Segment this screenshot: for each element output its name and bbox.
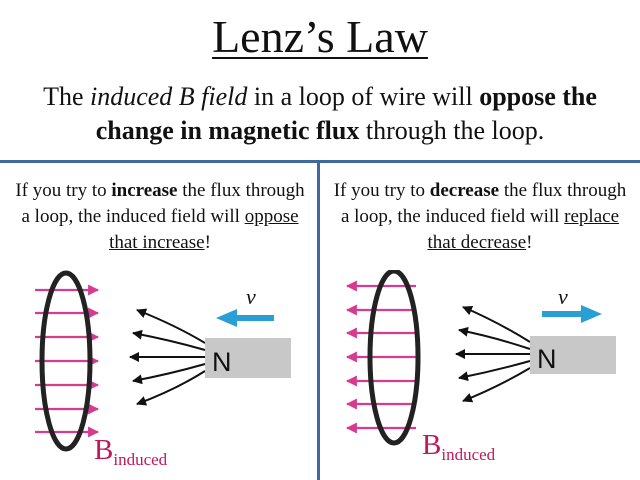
caption-part: !	[526, 232, 533, 253]
decrease-caption: If you try to decrease the flux through …	[330, 178, 630, 256]
velocity-label: v	[246, 284, 256, 309]
magnet-field-line	[132, 363, 206, 385]
horizontal-divider	[0, 160, 640, 163]
b-induced-label: Binduced	[94, 434, 168, 469]
b-induced-label: Binduced	[422, 429, 496, 464]
b-induced-main: B	[422, 429, 441, 461]
caption-bold: decrease	[429, 180, 500, 201]
magnet-north-label: N	[537, 344, 557, 374]
caption-part: the flux through a loop, the induced fie…	[340, 180, 627, 227]
bar-magnet	[205, 338, 291, 378]
law-statement-part: in a loop of wire will	[247, 82, 480, 111]
velocity-arrow-head	[216, 309, 237, 327]
law-statement-part: The	[43, 82, 90, 111]
magnet-field-line	[136, 308, 206, 344]
caption-underline: oppose that increase	[109, 206, 299, 253]
caption-underline: replace that decrease	[427, 206, 620, 253]
increase-caption: If you try to increase the flux through …	[10, 178, 310, 256]
induced-field-arrows	[345, 280, 416, 434]
caption-part: If you try to	[333, 180, 430, 201]
velocity-arrow-head	[581, 305, 602, 323]
magnet-field-line	[462, 367, 531, 403]
bar-magnet	[530, 336, 616, 374]
caption-bold: increase	[111, 180, 178, 201]
caption-part: the flux through a loop, the induced fie…	[21, 180, 305, 227]
b-induced-subscript: induced	[441, 445, 495, 464]
wire-loop	[39, 270, 93, 452]
caption-part: !	[204, 232, 211, 253]
increase-diagram: N v Binduced	[35, 270, 291, 469]
b-induced-subscript: induced	[113, 450, 167, 469]
velocity-label: v	[558, 284, 568, 309]
law-statement-italic: induced B field	[89, 82, 248, 111]
magnet-field-line	[458, 360, 531, 382]
magnet-field-line	[132, 329, 206, 351]
decrease-diagram: N v Binduced	[345, 270, 616, 464]
magnet-field-line	[458, 326, 531, 350]
law-statement-bold: oppose the change in magnetic flux	[95, 82, 597, 145]
vertical-divider	[317, 160, 320, 480]
magnet-field-lines	[129, 308, 206, 406]
magnet-north-label: N	[212, 347, 232, 377]
law-statement-part: through the loop.	[359, 116, 545, 145]
magnet-field-line	[136, 370, 206, 406]
page-title: Lenz’s Law	[212, 11, 428, 62]
magnet-field-line	[462, 305, 531, 343]
b-induced-main: B	[94, 434, 113, 466]
wire-loop	[367, 270, 421, 446]
caption-part: If you try to	[15, 180, 112, 201]
law-statement: The induced B field in a loop of wire wi…	[10, 80, 630, 148]
magnet-field-lines	[455, 305, 531, 403]
